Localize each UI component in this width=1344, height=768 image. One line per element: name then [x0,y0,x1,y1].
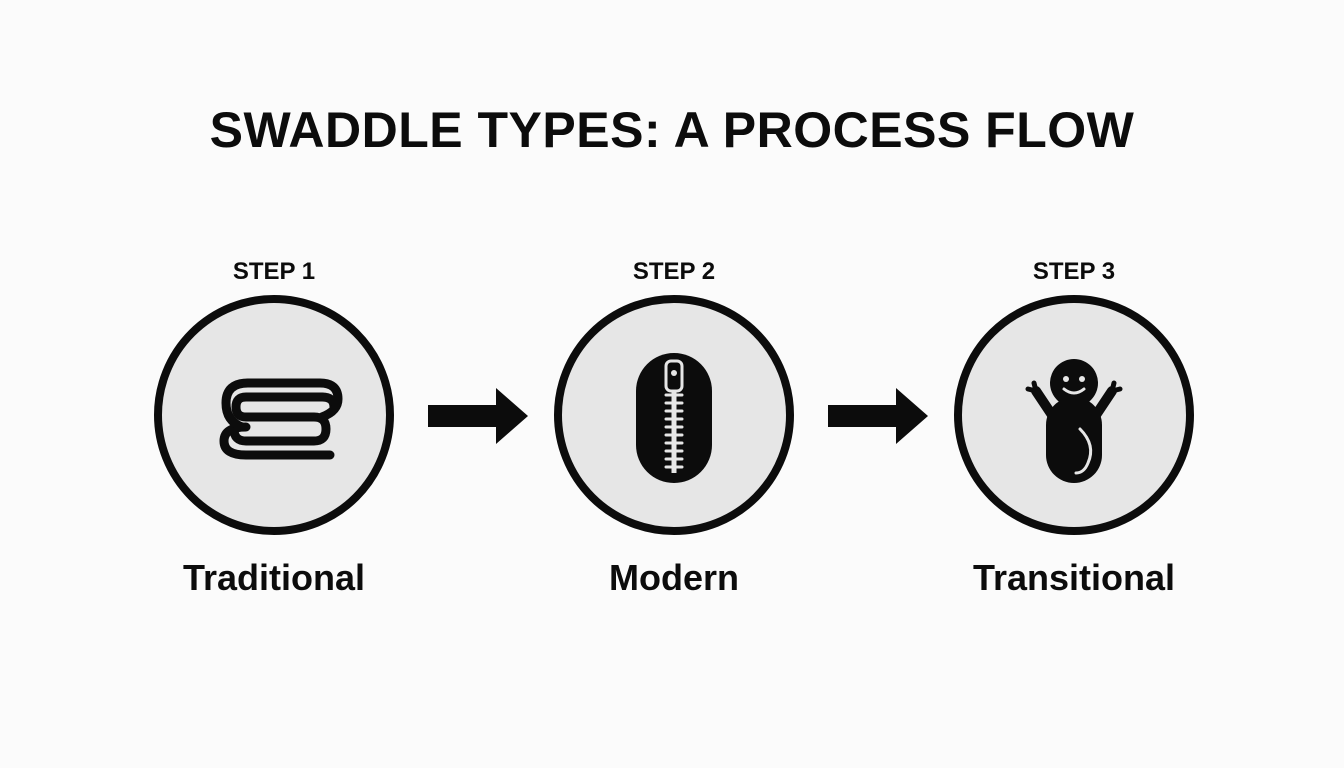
arrow-right-icon [428,388,528,444]
step-2-name: Modern [609,557,739,598]
zipper-swaddle-icon [636,353,712,483]
arrow-right-icon [828,388,928,444]
step-3-label: STEP 3 [1032,258,1116,285]
swaddled-baby-arms-out-icon [1025,359,1123,483]
step-1-name: Traditional [182,557,366,598]
step-1-circle [154,295,394,535]
step-2: STEP 2 Modern [524,255,824,615]
step-1-label: STEP 1 [232,258,316,285]
step-3-name: Transitional [972,557,1176,598]
step-2-label: STEP 2 [632,258,716,285]
step-2-circle [554,295,794,535]
step-1: STEP 1 Traditional [124,255,424,615]
folded-blanket-icon [219,378,343,460]
step-3-circle [954,295,1194,535]
diagram-title: SWADDLE TYPES: A PROCESS FLOW [209,102,1135,158]
step-3: STEP 3 Transitional [924,255,1224,615]
